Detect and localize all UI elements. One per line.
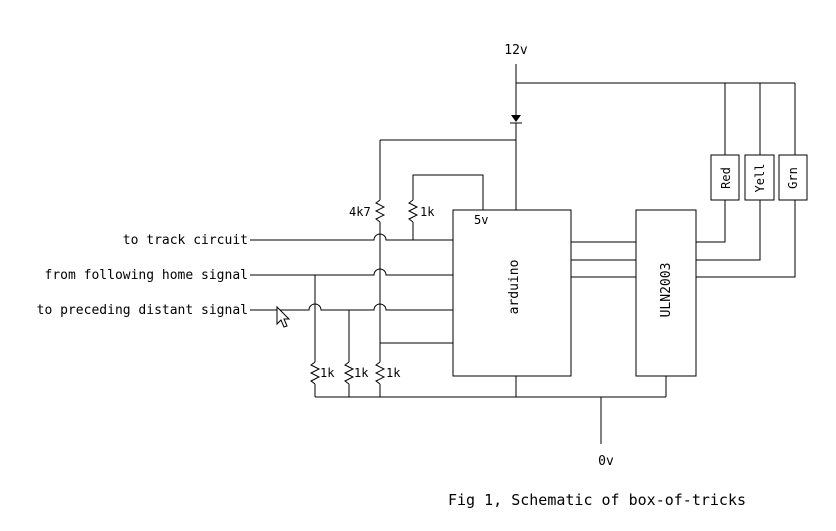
arduino-label: arduino bbox=[507, 260, 522, 315]
resistor-1k-b-label: 1k bbox=[354, 366, 369, 380]
ground-bus bbox=[315, 376, 667, 444]
lamp-grn-label: Grn bbox=[786, 167, 800, 189]
resistor-1k-top bbox=[407, 199, 419, 223]
wire-track-circuit bbox=[250, 233, 453, 241]
driver-links bbox=[571, 241, 636, 278]
lamp-yell-label: Yell bbox=[753, 164, 767, 193]
wire-distant-signal bbox=[250, 303, 453, 311]
supply-rail bbox=[515, 64, 795, 210]
resistor-4k7-label: 4k7 bbox=[349, 205, 371, 219]
resistor-1k-a bbox=[309, 361, 321, 385]
uln2003-label: ULN2003 bbox=[659, 263, 674, 318]
diode bbox=[510, 115, 522, 124]
resistor-1k-c-label: 1k bbox=[386, 366, 401, 380]
input-home-label: from following home signal bbox=[45, 268, 249, 283]
resistor-1k-top-label: 1k bbox=[420, 205, 435, 219]
supply-label: 12v bbox=[504, 43, 528, 58]
mouse-cursor-icon bbox=[276, 305, 291, 328]
lamp-grn bbox=[778, 154, 808, 201]
lamp-red-label: Red bbox=[719, 167, 733, 189]
resistor-1k-a-label: 1k bbox=[320, 366, 335, 380]
lamp-returns bbox=[696, 200, 796, 278]
resistor-1k-c bbox=[374, 361, 386, 385]
figure-caption: Fig 1, Schematic of box-of-tricks bbox=[448, 491, 746, 509]
resistor-1k-b bbox=[343, 361, 355, 385]
wire-home-signal bbox=[250, 268, 453, 276]
resistor-4k7 bbox=[374, 199, 386, 223]
arduino-block bbox=[452, 209, 572, 377]
input-track-label: to track circuit bbox=[123, 233, 248, 248]
input-distant-label: to preceding distant signal bbox=[37, 303, 248, 318]
five-v-label: 5v bbox=[474, 213, 488, 227]
ground-label: 0v bbox=[598, 454, 614, 469]
